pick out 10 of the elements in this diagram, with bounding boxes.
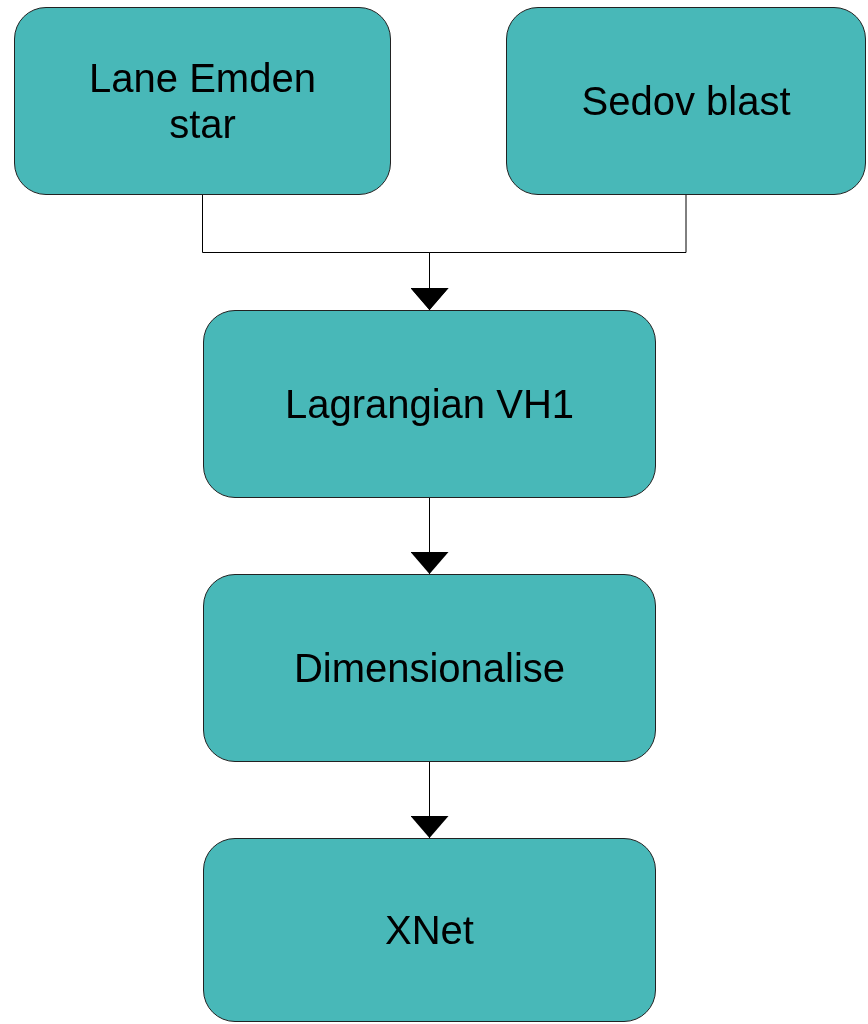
box-label: Dimensionalise	[293, 645, 566, 691]
box-label: Sedov blast	[581, 78, 791, 124]
process-box	[203, 574, 656, 762]
box-label: Lane Emden star	[88, 55, 317, 147]
box-label: XNet	[385, 907, 474, 953]
process-box	[14, 7, 391, 195]
process-box	[203, 838, 656, 1022]
box-label: Lagrangian VH1	[284, 381, 575, 427]
process-box	[506, 7, 866, 195]
process-box	[203, 310, 656, 498]
